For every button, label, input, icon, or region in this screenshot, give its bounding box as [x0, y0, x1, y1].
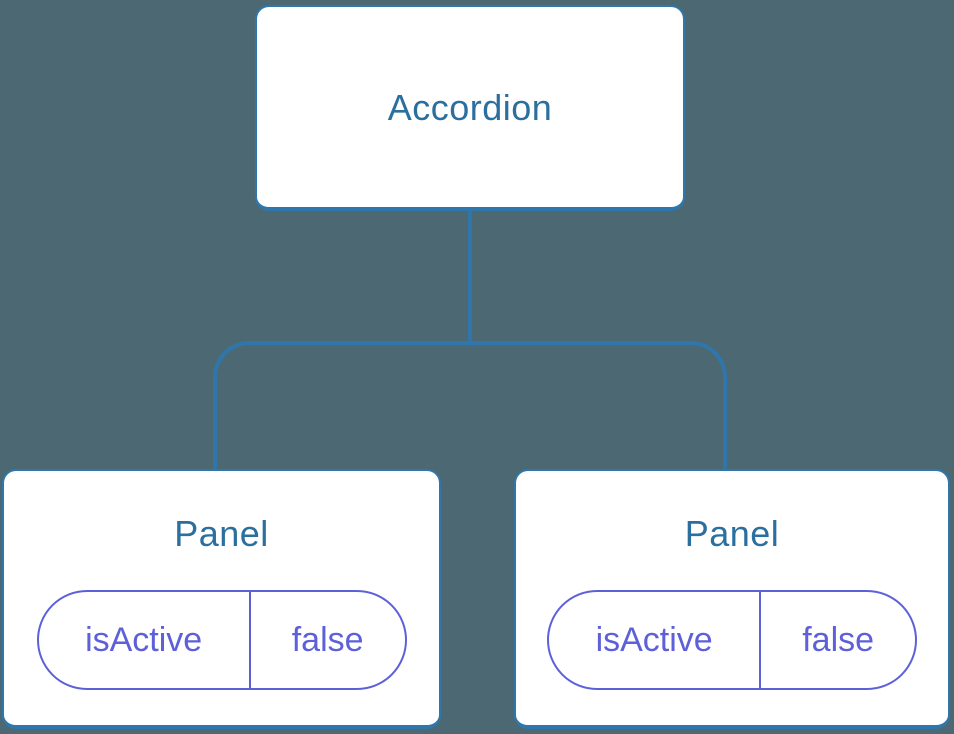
panel-right-state-value: false: [802, 620, 875, 659]
connector-bracket: [213, 341, 727, 469]
panel-left-label: Panel: [174, 513, 269, 554]
connector-stem: [468, 209, 472, 345]
panel-right-label: Panel: [684, 513, 780, 554]
panel-left-state-name: isActive: [39, 592, 251, 688]
panel-left-state-pill: isActive false: [36, 590, 407, 690]
accordion-node: Accordion: [255, 5, 685, 211]
panel-left-state-value: false: [291, 620, 364, 659]
panel-right-state-pill: isActive false: [547, 590, 917, 690]
panel-right-state-name: isActive: [549, 592, 762, 688]
accordion-node-label: Accordion: [387, 86, 553, 128]
panel-node-left: Panel isActive false: [2, 469, 441, 729]
panel-node-right: Panel isActive false: [514, 469, 950, 729]
